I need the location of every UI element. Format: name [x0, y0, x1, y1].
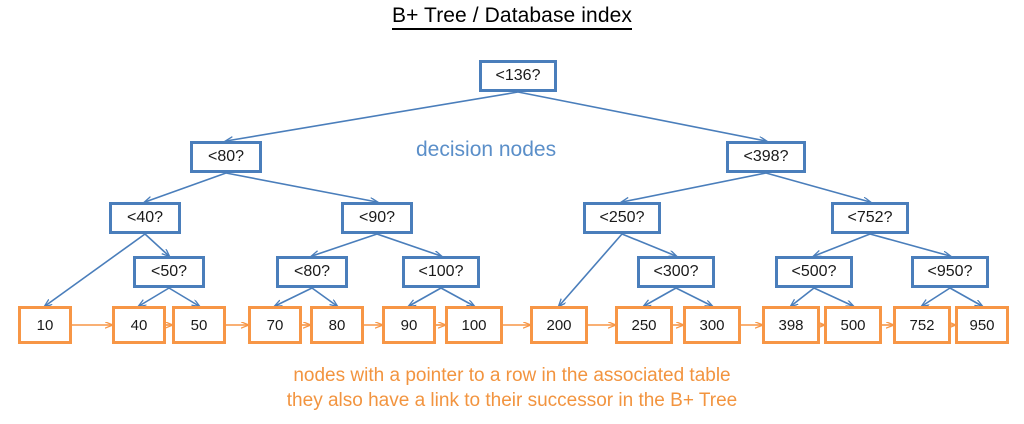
- leaf-node[interactable]: 10: [18, 306, 72, 344]
- tree-edge: [791, 287, 815, 306]
- leaf-node[interactable]: 80: [310, 306, 364, 344]
- page-title: B+ Tree / Database index: [0, 4, 1024, 30]
- tree-edge: [226, 91, 519, 141]
- leaf-node[interactable]: 250: [615, 306, 673, 344]
- tree-edge: [765, 172, 870, 202]
- decision-nodes-annotation: decision nodes: [416, 138, 557, 161]
- leaf-node[interactable]: 752: [893, 306, 951, 344]
- tree-edge: [814, 233, 871, 256]
- decision-node[interactable]: <250?: [583, 202, 661, 234]
- decision-node[interactable]: <40?: [109, 202, 181, 234]
- tree-edge: [440, 287, 474, 306]
- decision-node[interactable]: <100?: [402, 256, 480, 288]
- leaf-node[interactable]: 40: [112, 306, 166, 344]
- leaf-node[interactable]: 70: [248, 306, 302, 344]
- decision-node[interactable]: <80?: [190, 141, 262, 173]
- tree-edge: [949, 287, 982, 306]
- tree-edge: [168, 287, 199, 306]
- tree-edge: [644, 287, 677, 306]
- tree-edge: [813, 287, 853, 306]
- page-title-text: B+ Tree / Database index: [392, 4, 632, 30]
- tree-edge: [922, 287, 951, 306]
- leaf-node[interactable]: 200: [530, 306, 588, 344]
- tree-edge: [275, 287, 313, 306]
- tree-edge: [139, 287, 170, 306]
- tree-edge: [312, 233, 378, 256]
- tree-edge: [225, 172, 377, 202]
- leaf-node[interactable]: 398: [762, 306, 820, 344]
- decision-node[interactable]: <398?: [726, 141, 806, 173]
- leaf-node[interactable]: 300: [683, 306, 741, 344]
- tree-edge: [409, 287, 442, 306]
- decision-node[interactable]: <50?: [133, 256, 205, 288]
- caption-line-2: they also have a link to their successor…: [286, 390, 738, 411]
- decision-node[interactable]: <80?: [276, 256, 348, 288]
- tree-edge: [45, 233, 146, 306]
- tree-edge: [311, 287, 337, 306]
- decision-node[interactable]: <90?: [341, 202, 413, 234]
- leaf-node[interactable]: 90: [382, 306, 436, 344]
- decision-node[interactable]: <500?: [775, 256, 853, 288]
- tree-edge: [675, 287, 712, 306]
- tree-edge: [376, 233, 441, 256]
- decision-node[interactable]: <300?: [637, 256, 715, 288]
- tree-edge: [622, 172, 767, 202]
- leaf-node[interactable]: 100: [445, 306, 503, 344]
- leaf-node[interactable]: 950: [955, 306, 1009, 344]
- tree-edge: [517, 91, 766, 141]
- decision-node[interactable]: <752?: [831, 202, 909, 234]
- tree-edge: [559, 233, 623, 306]
- tree-edge: [869, 233, 950, 256]
- leaf-node[interactable]: 50: [172, 306, 226, 344]
- caption-line-1: nodes with a pointer to a row in the ass…: [293, 365, 731, 386]
- tree-edge: [144, 233, 169, 256]
- leaf-node[interactable]: 500: [824, 306, 882, 344]
- tree-edge: [145, 172, 227, 202]
- decision-node[interactable]: <136?: [479, 60, 557, 92]
- tree-edge: [621, 233, 676, 256]
- decision-node[interactable]: <950?: [911, 256, 989, 288]
